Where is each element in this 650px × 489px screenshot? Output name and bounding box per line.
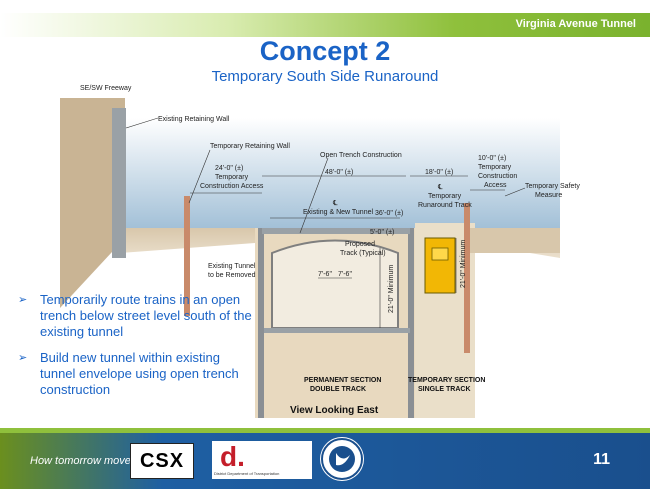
bullet-text: Temporarily route trains in an open tren… xyxy=(40,292,252,339)
temporary-retaining-wall xyxy=(184,196,190,316)
arrow-bullet-icon: ➢ xyxy=(18,294,28,306)
temporary-wall-right xyxy=(464,203,470,353)
label-open-trench: Open Trench Construction xyxy=(320,152,402,159)
label-min-21a: 21'-0" Minimum xyxy=(388,265,395,313)
tunnel-cross-section-diagram: SE/SW Freeway Existing Retaining Wall Te… xyxy=(60,85,580,418)
bullet-item: ➢ Temporarily route trains in an open tr… xyxy=(18,292,258,340)
tunnel-slab xyxy=(262,228,410,234)
bullet-list: ➢ Temporarily route trains in an open tr… xyxy=(18,292,258,408)
label-min-21b: 21'-0" Minimum xyxy=(460,240,467,288)
label-temp-access-r1: Temporary xyxy=(478,164,512,171)
label-dim-48: 48'-0" (±) xyxy=(325,169,353,176)
label-temp-access-1: Temporary xyxy=(215,174,249,181)
footer-tagline: How tomorrow moves xyxy=(30,455,137,467)
label-centerline-2: ℄ xyxy=(437,184,443,191)
label-temp-access-r2: Construction xyxy=(478,173,517,180)
footer-bar: How tomorrow moves CSX d. District Depar… xyxy=(0,433,650,489)
temporary-train xyxy=(424,237,456,294)
usdot-seal-icon xyxy=(320,437,364,481)
label-dim-7b: 7'-6" xyxy=(338,271,352,278)
label-safety-1: Temporary Safety xyxy=(525,183,580,190)
label-perm-2: DOUBLE TRACK xyxy=(310,386,366,393)
label-runaround-1: Temporary xyxy=(428,193,462,200)
label-dim-18: 18'-0" (±) xyxy=(425,169,453,176)
existing-retaining-wall xyxy=(112,108,126,258)
section-label: Virginia Avenue Tunnel xyxy=(515,18,636,30)
arrow-bullet-icon: ➢ xyxy=(18,352,28,364)
leader-existing-wall xyxy=(125,117,159,129)
existing-tunnel xyxy=(271,239,399,329)
label-dim-36: 36'-0" (±) xyxy=(375,210,403,217)
footer-stripe xyxy=(0,428,650,433)
label-safety-2: Measure xyxy=(535,192,562,199)
label-centerline-1: ℄ xyxy=(332,200,338,207)
csx-logo-text: CSX xyxy=(139,449,185,472)
label-existing-tunnel-1: Existing Tunnel xyxy=(208,263,256,270)
label-temp-section-2: SINGLE TRACK xyxy=(418,386,471,393)
leader-temp-wall xyxy=(188,149,211,204)
label-temp-access-2: Construction Access xyxy=(200,183,264,190)
label-dim-5: 5'-0" (±) xyxy=(370,229,394,236)
bullet-text: Build new tunnel within existing tunnel … xyxy=(40,350,239,397)
label-existing-tunnel-2: to be Removed xyxy=(208,272,256,279)
label-dim-7a: 7'-6" xyxy=(318,271,332,278)
label-temp-access-r3: Access xyxy=(484,182,507,189)
label-existing-new: Existing & New Tunnel xyxy=(303,209,373,216)
bullet-item: ➢ Build new tunnel within existing tunne… xyxy=(18,350,258,398)
ddot-logo: d. District Department of Transportation xyxy=(212,441,312,479)
label-proposed-1: Proposed xyxy=(345,241,375,248)
ddot-logo-mark: d. xyxy=(220,441,245,472)
label-temp-wall: Temporary Retaining Wall xyxy=(210,143,290,150)
csx-logo: CSX xyxy=(130,443,194,479)
trench-wall-left xyxy=(258,228,264,418)
ddot-caption: District Department of Transportation xyxy=(214,471,280,476)
label-temp-section-1: TEMPORARY SECTION xyxy=(408,377,485,384)
view-label: View Looking East xyxy=(290,405,379,416)
page-number: 11 xyxy=(593,451,610,468)
label-dim-24: 24'-0" (±) xyxy=(215,165,243,172)
right-ground xyxy=(470,228,560,253)
train-window xyxy=(431,247,449,261)
left-embankment xyxy=(60,98,125,308)
label-freeway: SE/SW Freeway xyxy=(80,85,132,92)
tunnel-floor xyxy=(264,328,410,333)
header-bar: Virginia Avenue Tunnel xyxy=(0,13,650,37)
slide-title: Concept 2 xyxy=(259,36,391,66)
leader-open-trench xyxy=(299,157,329,234)
label-dim-10: 10'-0" (±) xyxy=(478,155,506,162)
trench-wall-right xyxy=(408,228,414,418)
label-perm-1: PERMANENT SECTION xyxy=(304,377,381,384)
leader-safety xyxy=(504,187,526,197)
label-runaround-2: Runaround Track xyxy=(418,202,472,209)
label-existing-wall: Existing Retaining Wall xyxy=(158,116,230,123)
slide-subtitle: Temporary South Side Runaround xyxy=(211,68,439,85)
label-proposed-2: Track (Typical) xyxy=(340,250,386,257)
